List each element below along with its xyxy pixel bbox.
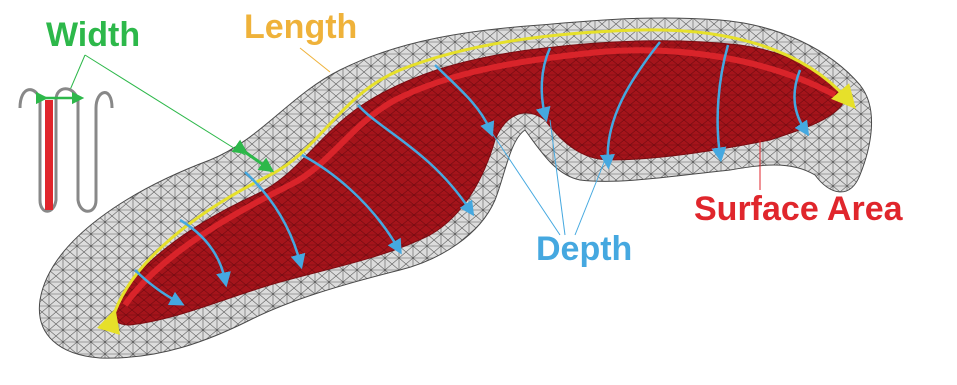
sulcus-cross-section-icon [20, 89, 112, 212]
length-leader [300, 48, 330, 72]
width-leader [70, 55, 85, 90]
surface-area-label: Surface Area [694, 192, 903, 226]
length-label: Length [244, 10, 357, 44]
width-label: Width [46, 18, 140, 52]
width-leader [85, 55, 245, 155]
depth-label: Depth [536, 232, 632, 266]
